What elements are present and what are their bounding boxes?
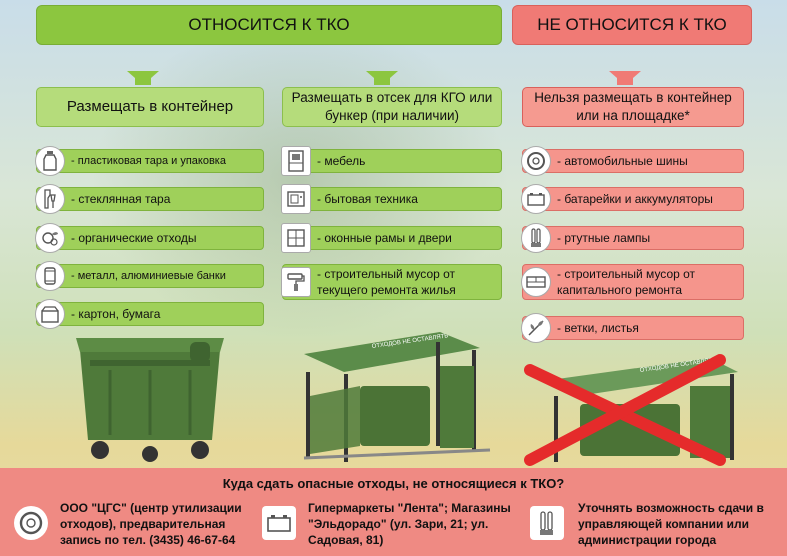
paint-roller-icon [281, 267, 311, 297]
forbidden-shelter-illustration: ОТХОДОВ НЕ ОСТАВЛЯТЬ [524, 354, 738, 466]
cardboard-box-icon [35, 299, 65, 329]
list-item: - ртутные лампы [521, 223, 744, 253]
down-arrow-icon [609, 71, 641, 85]
list-item: - бытовая техника [281, 184, 502, 214]
footer-panel [0, 468, 787, 556]
forbidden-column-title: Нельзя размещать в контейнер или на площ… [522, 87, 744, 127]
footer-block-admin: Уточнять возможность сдачи в управляющей… [578, 501, 764, 547]
not-tko-header: НЕ ОТНОСИТСЯ К ТКО [512, 5, 752, 45]
appliance-icon [281, 184, 311, 214]
brick-icon [521, 267, 551, 297]
container-column-title: Размещать в контейнер [36, 87, 264, 127]
battery-icon [262, 506, 296, 540]
footer-block-cgs: ООО "ЦГС" (центр утилизации отходов), пр… [60, 501, 242, 547]
kgo-shelter-illustration: ОТХОДОВ НЕ ОСТАВЛЯТЬ [303, 332, 491, 462]
window-frame-icon [281, 223, 311, 253]
down-arrow-icon [127, 71, 159, 85]
glass-bottle-icon [35, 184, 65, 214]
list-item: - автомобильные шины [521, 146, 744, 176]
battery-icon [521, 184, 551, 214]
list-item: - батарейки и аккумуляторы [521, 184, 744, 214]
lamp-icon [521, 223, 551, 253]
list-item: - металл, алюминиевые банки [35, 261, 264, 291]
furniture-icon [281, 146, 311, 176]
list-item: - строительный мусор от капитального рем… [521, 264, 744, 300]
list-item: - органические отходы [35, 223, 264, 253]
list-item: - оконные рамы и двери [281, 223, 502, 253]
footer-block-stores: Гипермаркеты "Лента"; Магазины "Эльдорад… [308, 501, 511, 547]
kgo-column-title: Размещать в отсек для КГО или бункер (пр… [282, 87, 502, 127]
lamp-icon [530, 506, 564, 540]
list-item: - пластиковая тара и упаковка [35, 146, 264, 176]
tire-icon [14, 506, 48, 540]
organic-waste-icon [35, 223, 65, 253]
branch-icon [521, 313, 551, 343]
tire-icon [521, 146, 551, 176]
cross-icon [524, 354, 726, 466]
list-item: - ветки, листья [521, 313, 744, 343]
down-arrow-icon [366, 71, 398, 85]
footer-title: Куда сдать опасные отходы, не относящиес… [222, 476, 565, 491]
plastic-bottle-icon [35, 146, 65, 176]
list-item: - картон, бумага [35, 299, 264, 329]
green-container-illustration [76, 338, 224, 462]
can-icon [35, 261, 65, 291]
list-item: - строительный мусор от текущего ремонта… [281, 264, 502, 300]
list-item: - стеклянная тара [35, 184, 264, 214]
tko-header: ОТНОСИТСЯ К ТКО [36, 5, 502, 45]
list-item: - мебель [281, 146, 502, 176]
